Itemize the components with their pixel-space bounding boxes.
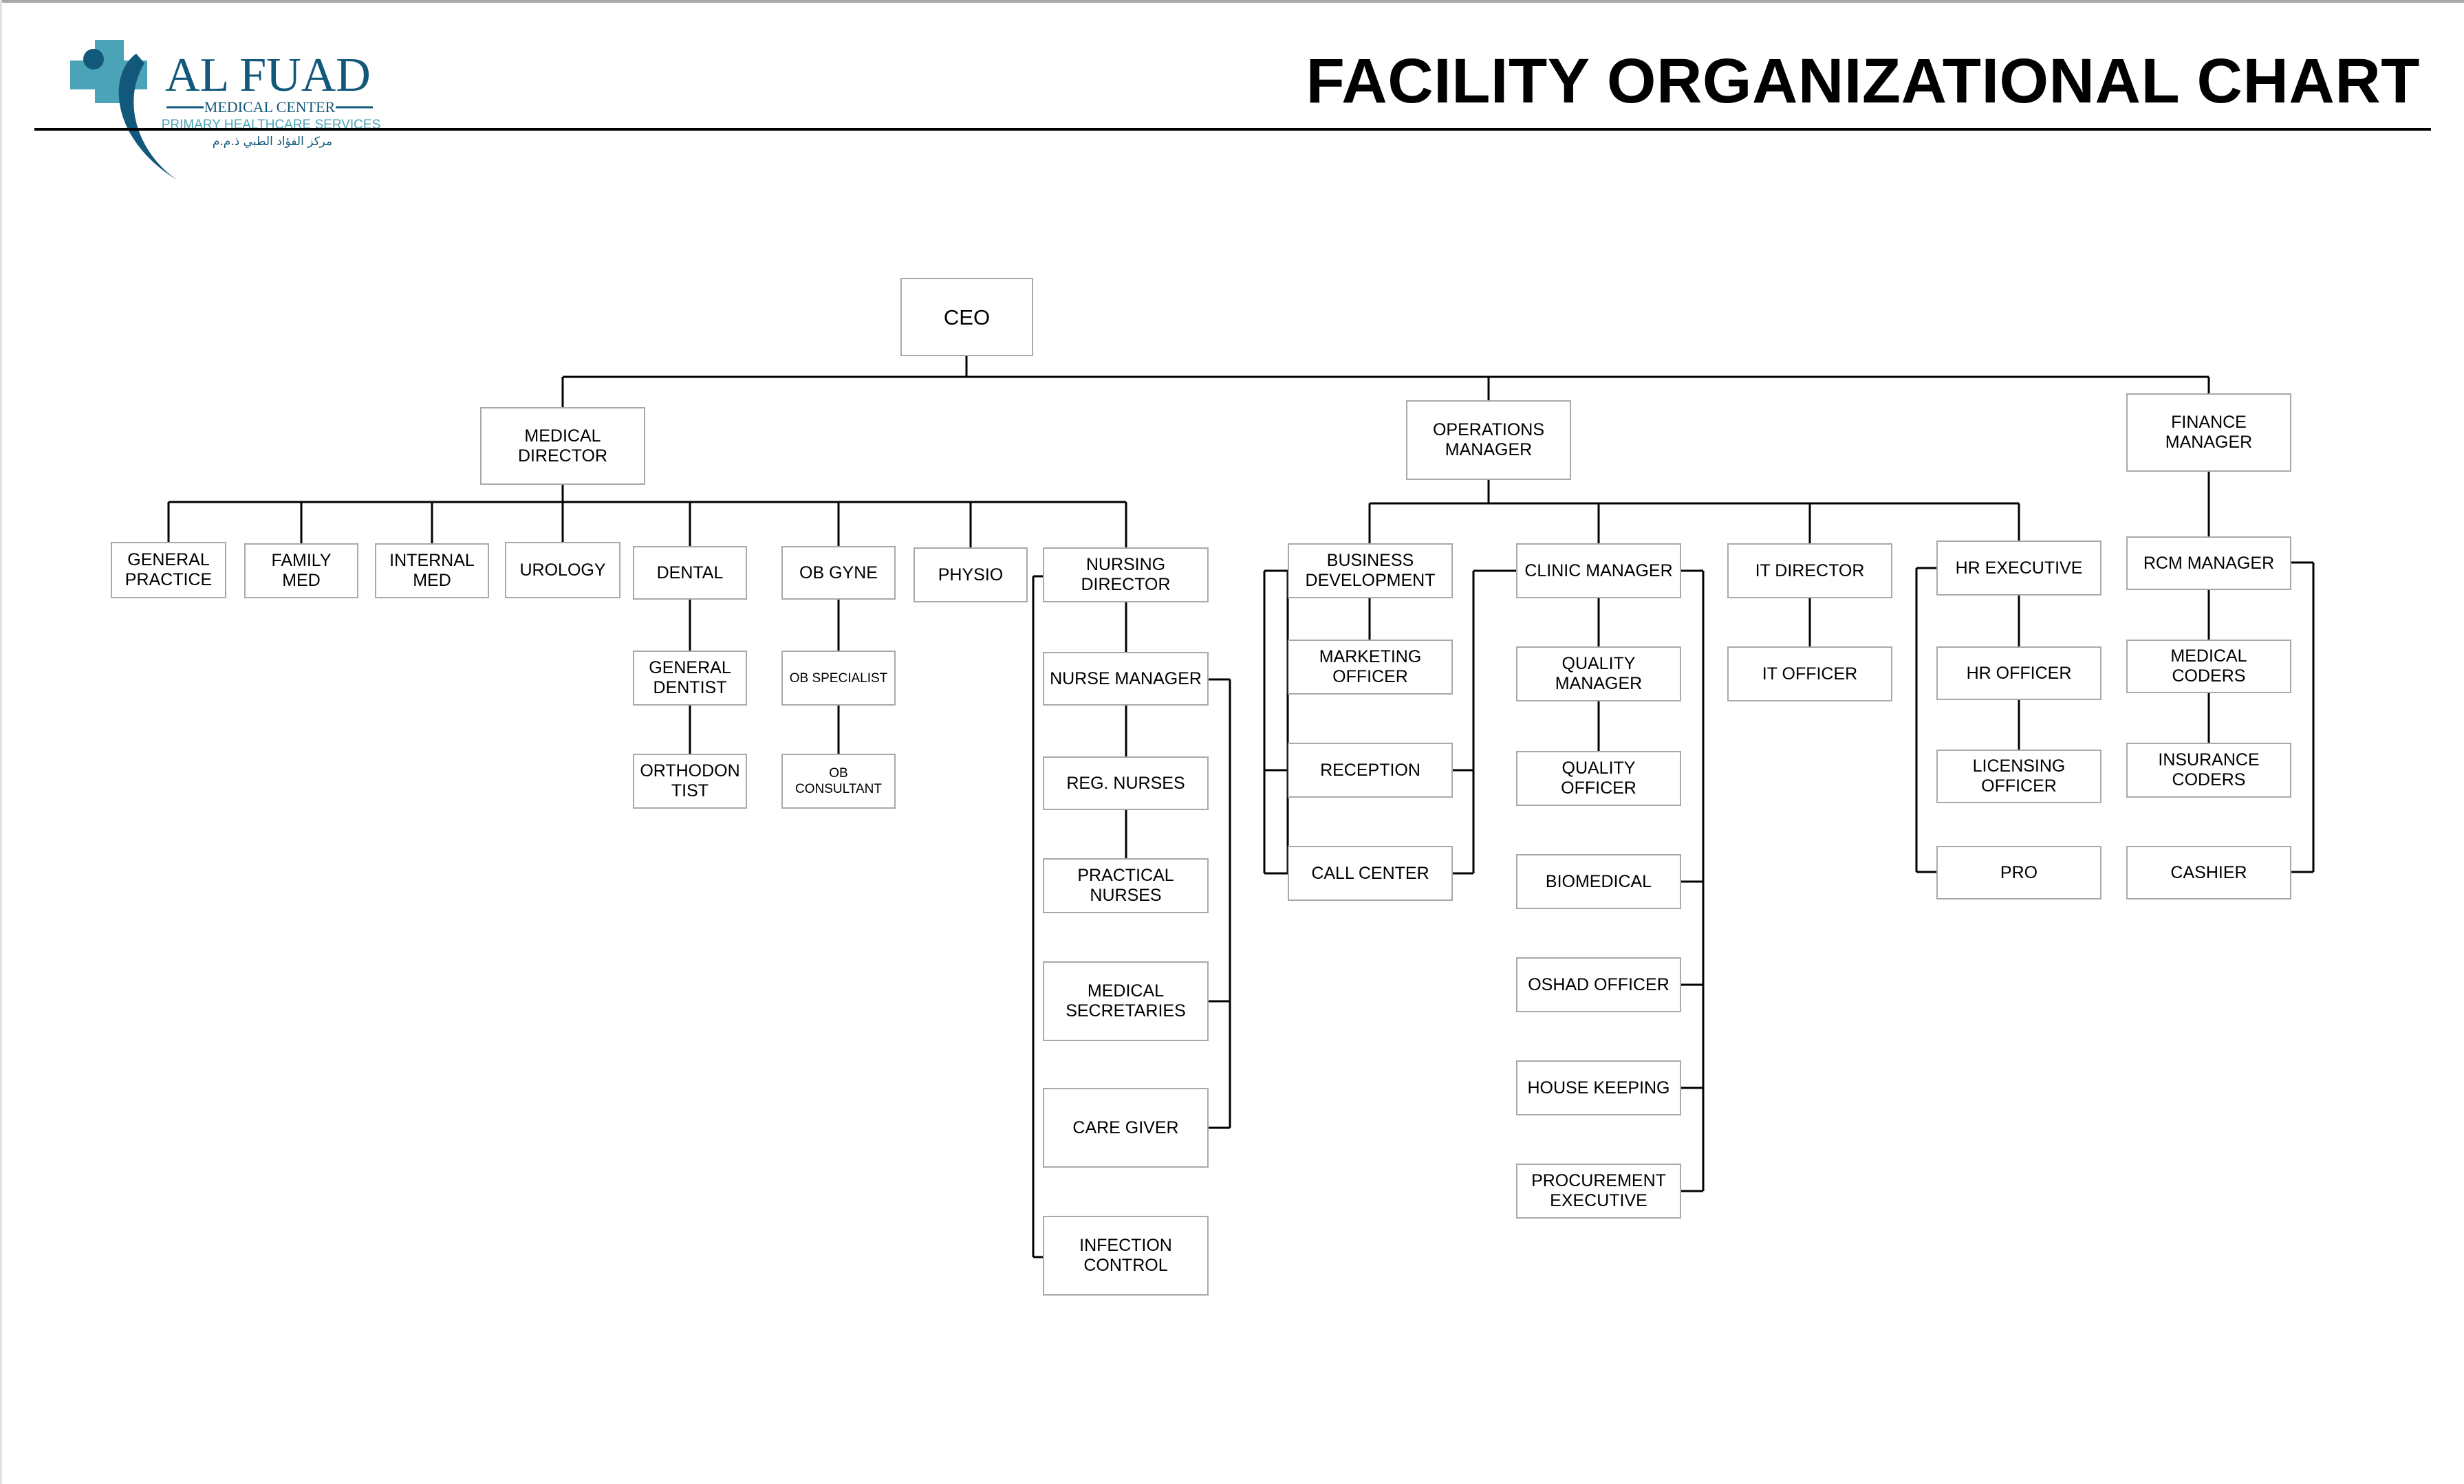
- node-hr-officer: HR OFFICER: [1936, 646, 2101, 700]
- logo-subtitle: MEDICAL CENTER: [204, 98, 336, 116]
- node-quality-officer: QUALITY OFFICER: [1516, 751, 1681, 806]
- node-medical-director: MEDICAL DIRECTOR: [480, 407, 645, 485]
- node-cashier: CASHIER: [2126, 846, 2291, 899]
- node-reception: RECEPTION: [1288, 743, 1453, 798]
- node-hr-executive: HR EXECUTIVE: [1936, 541, 2101, 596]
- node-house-keeping: HOUSE KEEPING: [1516, 1060, 1681, 1115]
- node-insurance-coders: INSURANCE CODERS: [2126, 743, 2291, 798]
- node-clinic-manager: CLINIC MANAGER: [1516, 543, 1681, 598]
- node-rcm-manager: RCM MANAGER: [2126, 536, 2291, 590]
- node-ob-specialist: OB SPECIALIST: [781, 651, 896, 706]
- page-top-border: [0, 0, 2464, 3]
- node-ob-gyne: OB GYNE: [781, 546, 896, 600]
- node-infection-control: INFECTION CONTROL: [1043, 1216, 1209, 1296]
- header-divider: [34, 128, 2431, 131]
- node-licensing-officer: LICENSING OFFICER: [1936, 750, 2101, 803]
- node-urology: UROLOGY: [505, 542, 620, 598]
- node-physio: PHYSIO: [914, 547, 1028, 602]
- node-call-center: CALL CENTER: [1288, 846, 1453, 901]
- node-finance-manager: FINANCE MANAGER: [2126, 393, 2291, 472]
- node-business-development: BUSINESS DEVELOPMENT: [1288, 543, 1453, 598]
- page-title: FACILITY ORGANIZATIONAL CHART: [1306, 46, 2420, 116]
- node-medical-coders: MEDICAL CODERS: [2126, 640, 2291, 693]
- node-reg-nurses: REG. NURSES: [1043, 756, 1209, 810]
- page-left-border: [0, 0, 2, 1484]
- node-procurement-executive: PROCUREMENT EXECUTIVE: [1516, 1164, 1681, 1219]
- node-ob-consultant: OB CONSULTANT: [781, 754, 896, 809]
- node-practical-nurses: PRACTICAL NURSES: [1043, 858, 1209, 913]
- node-dental: DENTAL: [633, 546, 747, 600]
- node-family-med: FAMILY MED: [244, 543, 358, 598]
- node-care-giver: CARE GIVER: [1043, 1088, 1209, 1168]
- node-oshad-officer: OSHAD OFFICER: [1516, 957, 1681, 1012]
- logo-arabic: مركز الفؤاد الطبي ذ.م.م: [213, 135, 332, 149]
- node-nurse-manager: NURSE MANAGER: [1043, 652, 1209, 706]
- node-internal-med: INTERNAL MED: [375, 543, 489, 598]
- node-marketing-officer: MARKETING OFFICER: [1288, 640, 1453, 695]
- node-ceo: CEO: [900, 278, 1033, 356]
- node-general-dentist: GENERAL DENTIST: [633, 651, 747, 706]
- node-quality-manager: QUALITY MANAGER: [1516, 646, 1681, 701]
- node-biomedical: BIOMEDICAL: [1516, 854, 1681, 909]
- node-orthodontist: ORTHODON TIST: [633, 754, 747, 809]
- node-nursing-director: NURSING DIRECTOR: [1043, 547, 1209, 602]
- node-pro: PRO: [1936, 846, 2101, 899]
- node-it-officer: IT OFFICER: [1727, 646, 1892, 701]
- node-operations-manager: OPERATIONS MANAGER: [1406, 400, 1571, 480]
- node-it-director: IT DIRECTOR: [1727, 543, 1892, 598]
- logo-name: AL FUAD: [165, 49, 371, 102]
- node-general-practice: GENERAL PRACTICE: [111, 542, 226, 598]
- node-medical-secretaries: MEDICAL SECRETARIES: [1043, 961, 1209, 1041]
